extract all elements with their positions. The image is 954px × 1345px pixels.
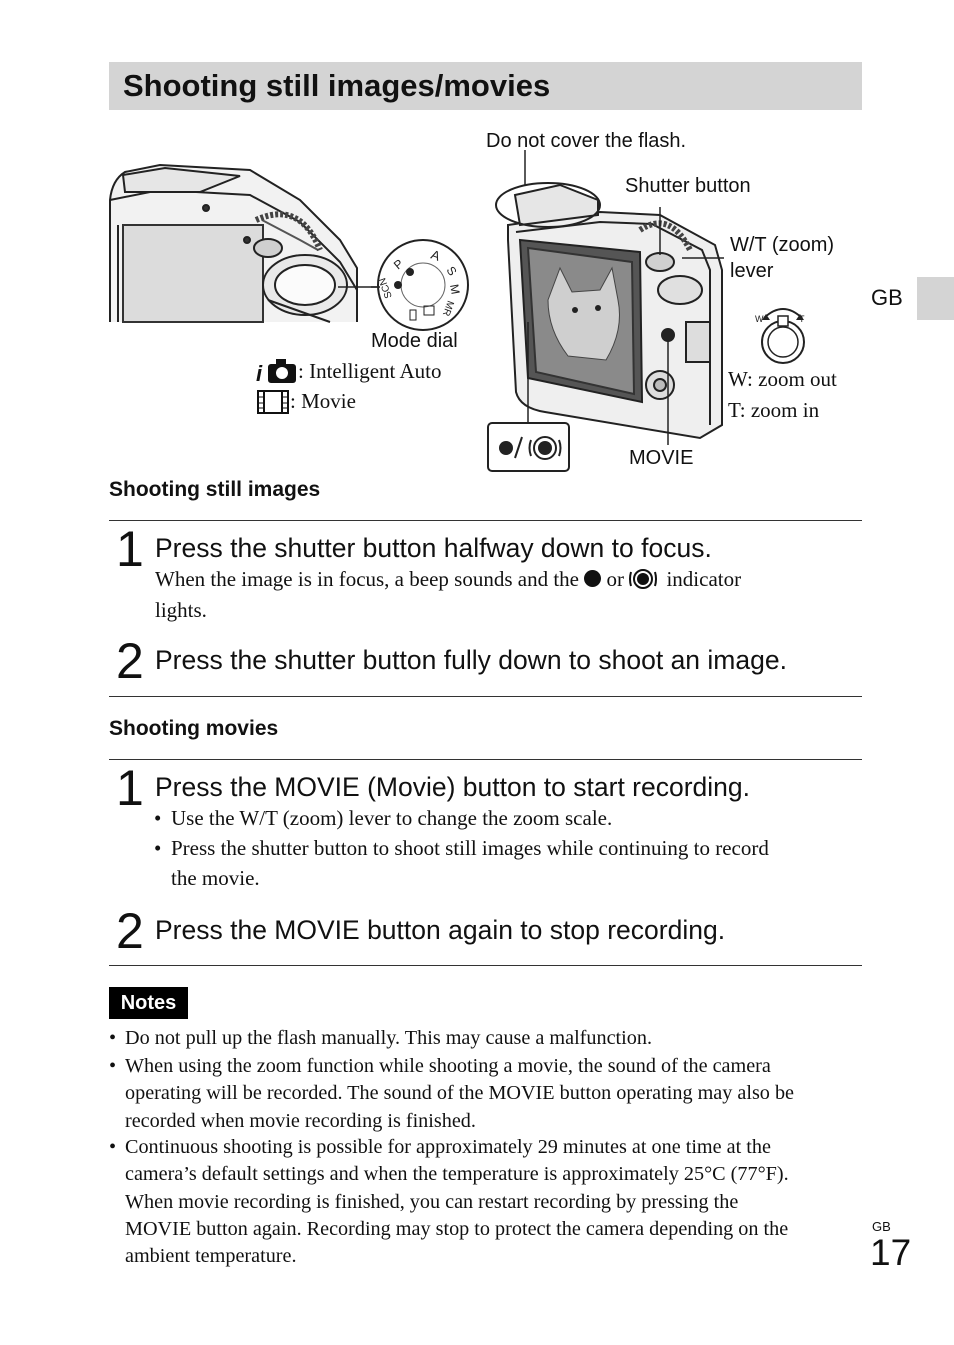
divider [109, 696, 862, 697]
step-body-text: When the image is in focus, a beep sound… [155, 567, 579, 591]
note-line: camera’s default settings and when the t… [125, 1163, 789, 1186]
step-number: 2 [116, 633, 144, 689]
zoom-out-label: W: zoom out [728, 367, 837, 391]
step-number: 1 [116, 521, 144, 577]
bullet: • [154, 836, 162, 860]
note-line: When using the zoom function while shoot… [125, 1055, 771, 1077]
movies-heading: Shooting movies [109, 717, 279, 740]
lever-w-label: W [755, 314, 764, 324]
still-images-heading: Shooting still images [109, 478, 321, 501]
focus-ring-icon [629, 568, 658, 590]
side-tab [917, 277, 954, 320]
note-line: Do not pull up the flash manually. This … [125, 1027, 653, 1049]
bullet: • [154, 806, 162, 830]
movie-button-callout: MOVIE [629, 447, 694, 469]
flash-highlight [495, 182, 601, 228]
side-tab-label: GB [871, 285, 903, 310]
mode-dial-callout: Mode dial [371, 330, 458, 352]
divider [109, 965, 862, 966]
camera-illustration: P A S M MR SCN [109, 150, 805, 472]
list-item-text: Press the shutter button to shoot still … [171, 836, 769, 860]
zoom-lever-icon: W T [755, 308, 805, 364]
wt-lever-callout-line1: W/T (zoom) [730, 234, 835, 256]
step-title: Press the MOVIE (Movie) button to start … [155, 772, 751, 802]
page-title: Shooting still images/movies [123, 68, 551, 103]
svg-text:M: M [447, 283, 463, 295]
movie-mode-label: : Movie [290, 389, 356, 413]
intelligent-auto-label: : Intelligent Auto [298, 359, 442, 383]
notes-label: Notes [109, 987, 188, 1019]
divider [109, 759, 862, 760]
step-title: Press the MOVIE button again to stop rec… [155, 915, 726, 945]
step-title: Press the shutter button fully down to s… [155, 645, 787, 675]
step-body-continuation: lights. [155, 598, 207, 622]
list-item: • Press the shutter button to shoot stil… [154, 833, 859, 893]
page-number: 17 [870, 1232, 912, 1273]
note-line: MOVIE button again. Recording may stop t… [125, 1217, 789, 1240]
intelligent-auto-icon: i [256, 359, 296, 386]
svg-text:MR: MR [440, 299, 456, 317]
note-line: Continuous shooting is possible for appr… [125, 1136, 771, 1158]
zoom-in-label: T: zoom in [728, 398, 820, 422]
flash-callout: Do not cover the flash. [486, 130, 687, 152]
step-number: 1 [116, 760, 144, 816]
step-body-or: or [606, 567, 624, 591]
list-item-text: Use the W/T (zoom) lever to change the z… [171, 806, 613, 830]
mode-dial-icon: P A S M MR SCN [377, 239, 469, 331]
step-number: 2 [116, 903, 144, 959]
lever-t-label: T [799, 314, 805, 324]
page-region-label: GB [872, 1219, 891, 1234]
page-title-bar: Shooting still images/movies [109, 62, 862, 110]
note-line: ambient temperature. [125, 1245, 297, 1268]
note-line: operating will be recorded. The sound of… [125, 1082, 795, 1105]
step-body-text-b: indicator [666, 567, 742, 591]
shutter-button-callout: Shutter button [625, 175, 751, 197]
list-item: • Use the W/T (zoom) lever to change the… [154, 803, 859, 833]
note-item: • When using the zoom function while shoo… [109, 1053, 864, 1135]
camera-back-view [507, 183, 723, 440]
movie-mode-icon [257, 390, 289, 414]
divider [109, 520, 862, 521]
focus-dot-icon [584, 570, 602, 587]
wt-lever-callout-line2: lever [730, 260, 774, 282]
bullet: • [109, 1055, 117, 1077]
note-line: When movie recording is finished, you ca… [125, 1190, 739, 1213]
svg-text:i: i [256, 361, 263, 386]
step-title: Press the shutter button halfway down to… [155, 533, 712, 563]
note-item: • Continuous shooting is possible for app… [109, 1134, 864, 1271]
camera-top-view [109, 163, 380, 323]
note-line: recorded when movie recording is finishe… [125, 1109, 476, 1132]
list-item-text-continuation: the movie. [171, 866, 260, 890]
bullet: • [109, 1136, 117, 1158]
bullet: • [109, 1027, 117, 1049]
step-body: When the image is in focus, a beep sound… [155, 564, 855, 594]
focus-indicator-icon [487, 422, 570, 472]
note-item: • Do not pull up the flash manually. This… [109, 1025, 864, 1052]
